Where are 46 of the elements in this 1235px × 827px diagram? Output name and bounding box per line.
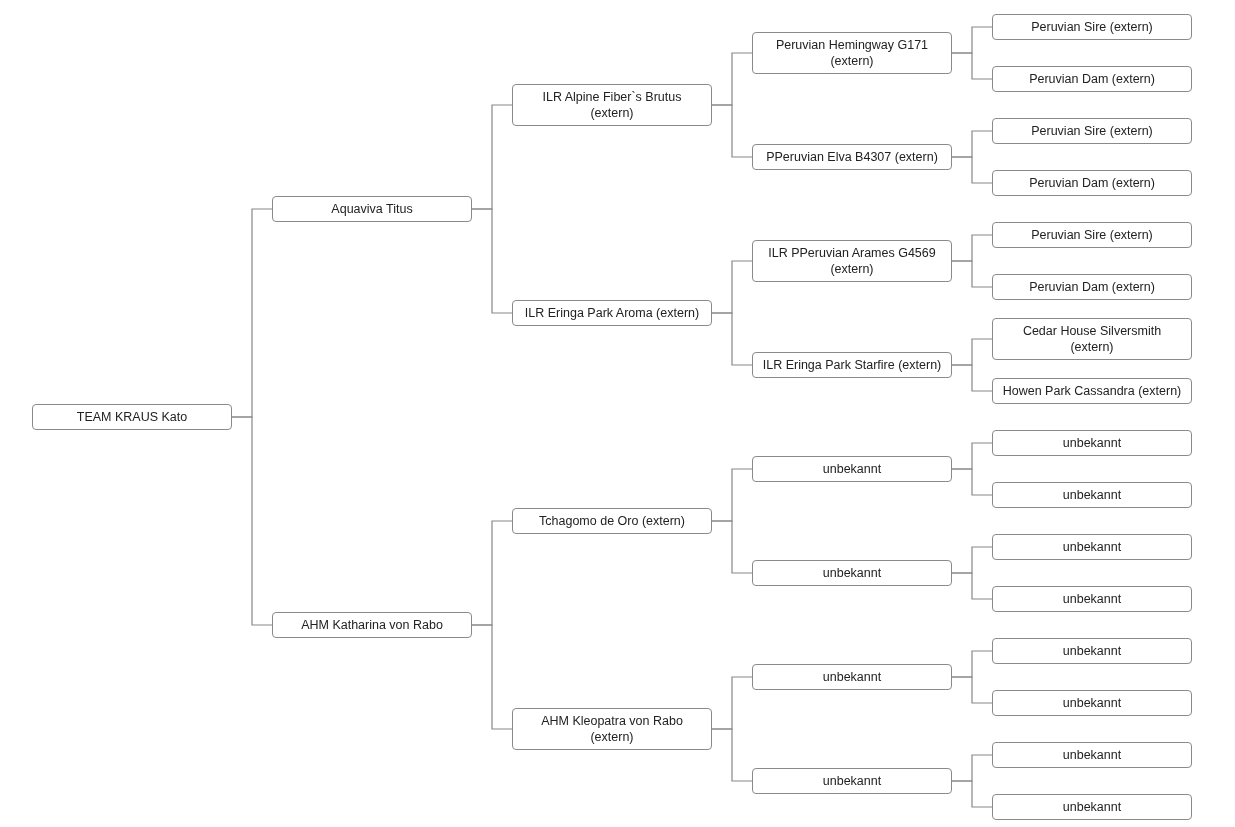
pedigree-box: unbekannt: [752, 664, 952, 690]
connector-line: [951, 52, 993, 80]
connector-line: [951, 572, 993, 600]
pedigree-box: Peruvian Sire (extern): [992, 222, 1192, 248]
pedigree-box: Peruvian Sire (extern): [992, 14, 1192, 40]
pedigree-box: unbekannt: [992, 586, 1192, 612]
pedigree-box: Tchagomo de Oro (extern): [512, 508, 712, 534]
pedigree-box: Aquaviva Titus: [272, 196, 472, 222]
pedigree-box: Peruvian Hemingway G171 (extern): [752, 32, 952, 74]
pedigree-box: unbekannt: [992, 742, 1192, 768]
pedigree-box: ILR PPeruvian Arames G4569 (extern): [752, 240, 952, 282]
pedigree-box: unbekannt: [992, 482, 1192, 508]
pedigree-box: unbekannt: [992, 794, 1192, 820]
connector-line: [951, 260, 993, 288]
connector-line: [951, 780, 993, 808]
pedigree-box: unbekannt: [752, 456, 952, 482]
pedigree-box: AHM Kleopatra von Rabo (extern): [512, 708, 712, 750]
connector-line: [471, 624, 513, 730]
pedigree-box: Cedar House Silversmith (extern): [992, 318, 1192, 360]
pedigree-box: ILR Alpine Fiber`s Brutus (extern): [512, 84, 712, 126]
pedigree-box: Peruvian Dam (extern): [992, 170, 1192, 196]
connector-line: [951, 364, 993, 392]
connector-line: [951, 468, 993, 496]
pedigree-box: PPeruvian Elva B4307 (extern): [752, 144, 952, 170]
pedigree-box: unbekannt: [752, 560, 952, 586]
pedigree-box: unbekannt: [752, 768, 952, 794]
pedigree-box: Peruvian Dam (extern): [992, 274, 1192, 300]
pedigree-box: Howen Park Cassandra (extern): [992, 378, 1192, 404]
connector-line: [711, 104, 753, 158]
connector-line: [711, 728, 753, 782]
pedigree-box: unbekannt: [992, 690, 1192, 716]
connector-line: [471, 208, 513, 314]
pedigree-box: ILR Eringa Park Starfire (extern): [752, 352, 952, 378]
pedigree-box: unbekannt: [992, 430, 1192, 456]
connector-line: [711, 520, 753, 574]
pedigree-box: TEAM KRAUS Kato: [32, 404, 232, 430]
connector-line: [711, 312, 753, 366]
connector-line: [951, 156, 993, 184]
pedigree-box: unbekannt: [992, 534, 1192, 560]
pedigree-box: Peruvian Dam (extern): [992, 66, 1192, 92]
pedigree-box: AHM Katharina von Rabo: [272, 612, 472, 638]
pedigree-box: Peruvian Sire (extern): [992, 118, 1192, 144]
connector-line: [951, 676, 993, 704]
connector-line: [231, 416, 273, 626]
pedigree-box: ILR Eringa Park Aroma (extern): [512, 300, 712, 326]
pedigree-box: unbekannt: [992, 638, 1192, 664]
